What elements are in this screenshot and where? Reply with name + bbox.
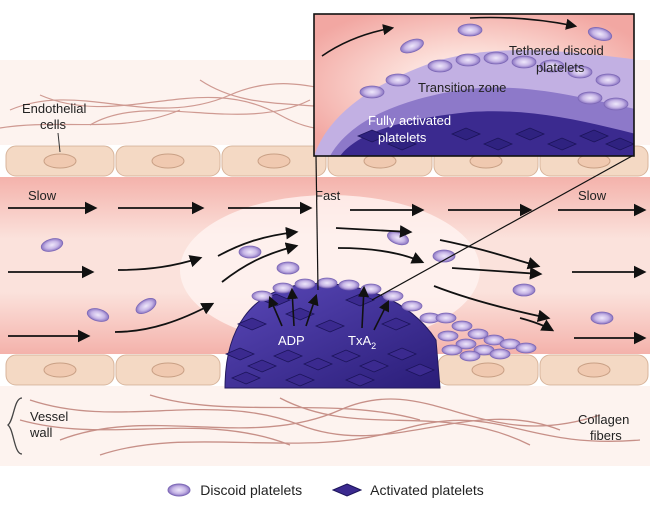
bottom-endothelium [5,354,649,386]
adp-label: ADP [278,333,305,348]
legend-discoid-label: Discoid platelets [200,482,303,498]
txa2-label: TxA2 [348,333,376,351]
collagen-label-line2: fibers [590,428,622,443]
vessel-wall-label-line1: Vessel [30,409,68,424]
vessel-wall-label-line2: wall [29,425,53,440]
discoid-platelet-icon [167,483,191,497]
inset-activated-label-line2: platelets [378,130,427,145]
activated-platelet-icon [332,483,363,497]
free-discoid-platelets [40,230,614,325]
inset-panel [313,13,635,157]
vessel-wall-tissue [0,386,650,466]
inset-activated-label-line1: Fully activated [368,113,451,128]
inset-leader-lines [315,155,633,301]
thrombus-discoid-cap [251,277,537,362]
flow-label-fast: Fast [315,188,341,203]
endothelial-label-line2: cells [40,117,67,132]
flow-label-slow-left: Slow [28,188,57,203]
vessel-wall-brace [6,397,23,455]
endothelial-label-line1: Endothelial [22,101,86,116]
inset-frame [313,13,635,157]
inset-flow-arrows [321,16,578,57]
flow-arrows [8,201,647,345]
collagen-fibers [19,394,641,456]
agonist-arrows [268,285,390,331]
flow-label-slow-right: Slow [578,188,607,203]
inset-tethered-platelets [359,23,629,111]
legend-activated-label: Activated platelets [370,482,484,498]
legend-activated: Activated platelets [332,482,484,498]
collagen-label-line1: Collagen [578,412,629,427]
endothelial-leader [57,132,61,153]
legend-discoid: Discoid platelets [166,482,302,498]
inset-tethered-label-line2: platelets [536,60,585,75]
legend: Discoid platelets Activated platelets [0,472,650,508]
inset-activated-platelets [356,127,634,151]
inset-tethered-label-line1: Tethered discoid [509,43,604,58]
inset-transition-label: Transition zone [418,80,506,95]
